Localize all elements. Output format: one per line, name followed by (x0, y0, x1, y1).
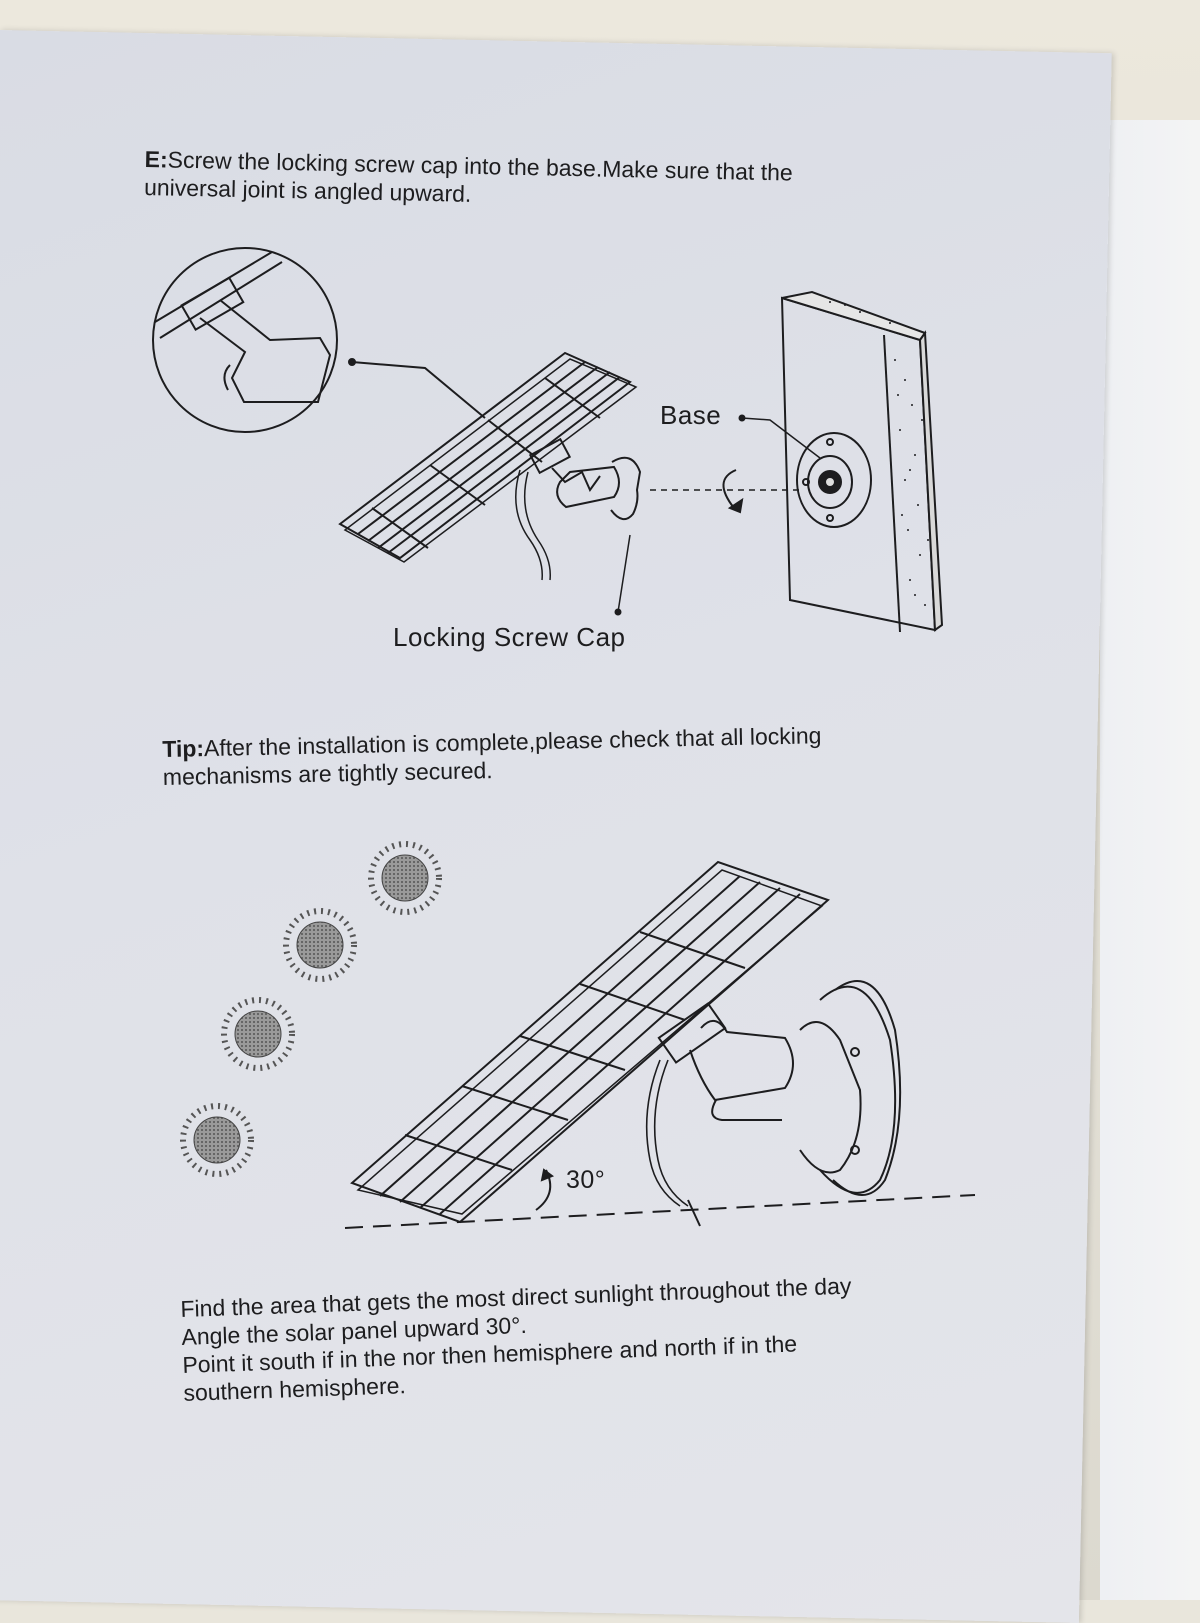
locking-screw-cap-label: Locking Screw Cap (393, 622, 626, 652)
wall-block (780, 290, 944, 633)
base-plate (796, 432, 872, 528)
universal-joint-bottom (645, 1002, 794, 1227)
sun-icon-1 (368, 841, 442, 915)
universal-joint-top (515, 437, 642, 581)
angle-label: 30° (566, 1166, 606, 1194)
base-leader-line (741, 417, 821, 459)
zoom-leader-line (351, 361, 486, 419)
solar-panel-top (338, 351, 638, 563)
cap-leader-line (617, 534, 631, 613)
ground-reference-line (344, 1194, 976, 1229)
solar-panel-bottom (350, 860, 830, 1224)
rotation-arrow (722, 469, 737, 509)
sun-icon-2 (283, 908, 357, 982)
sun-icon-3 (221, 997, 295, 1071)
base-label: Base (660, 400, 722, 430)
sun-icon-4 (180, 1103, 254, 1177)
zoom-detail-circle (152, 247, 338, 433)
next-page-edge (1100, 120, 1200, 1600)
wall-texture (829, 301, 929, 606)
mount-plate (799, 980, 902, 1196)
